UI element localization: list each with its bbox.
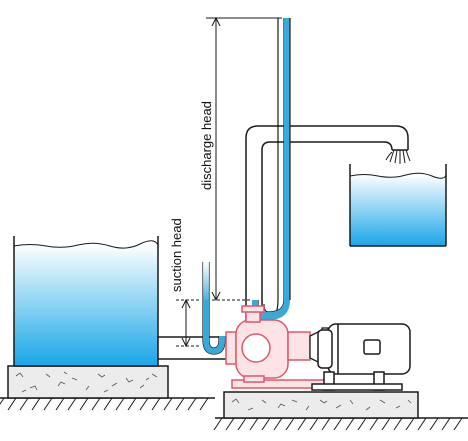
suction-tank: [13, 236, 159, 367]
electric-motor-icon: [311, 323, 411, 391]
suction-manometer: [202, 262, 226, 355]
left-concrete-base: [7, 365, 169, 399]
centrifugal-pump-icon: [225, 305, 327, 389]
discharge-tank: [349, 164, 447, 247]
suction-head-label: suction head: [169, 218, 184, 292]
discharge-head-label: discharge head: [199, 101, 214, 190]
right-concrete-base: [223, 391, 419, 419]
discharge-spray: [385, 149, 411, 164]
ground-right: [213, 417, 468, 431]
discharge-head-dimension: [206, 16, 282, 302]
suction-head-dimension: [176, 298, 200, 348]
ground-left: [0, 397, 215, 411]
discharge-manometer: [252, 18, 291, 320]
